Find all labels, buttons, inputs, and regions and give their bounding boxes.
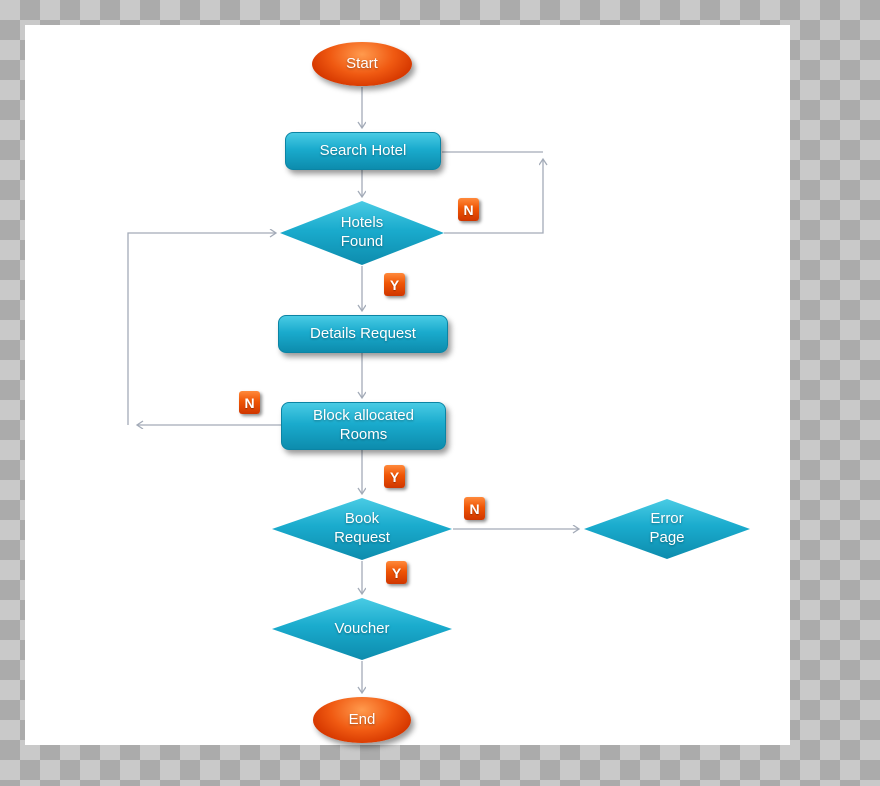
end-terminator: End bbox=[313, 697, 411, 743]
branch-label-book-request-no: N bbox=[464, 497, 485, 520]
branch-label-book-request-yes: Y bbox=[386, 561, 407, 584]
edge-block-no-loop bbox=[127, 233, 276, 425]
block-allocated-rooms-process: Block allocated Rooms bbox=[281, 402, 446, 450]
branch-label-block-rooms-no: N bbox=[239, 391, 260, 414]
voucher-label: Voucher bbox=[334, 619, 390, 637]
hotels-found-label: Hotels Found bbox=[340, 214, 384, 250]
search-hotel-label: Search Hotel bbox=[319, 141, 407, 159]
branch-label-hotels-found-yes: Y bbox=[384, 273, 405, 296]
start-terminator: Start bbox=[312, 42, 412, 86]
start-label: Start bbox=[346, 54, 378, 72]
details-request-process: Details Request bbox=[278, 315, 448, 353]
end-label: End bbox=[348, 710, 376, 728]
block-allocated-rooms-label: Block allocated Rooms bbox=[313, 407, 414, 443]
branch-label-block-rooms-yes: Y bbox=[384, 465, 405, 488]
error-page-label: Error Page bbox=[649, 510, 685, 546]
search-hotel-process: Search Hotel bbox=[285, 132, 441, 170]
branch-label-hotels-found-no: N bbox=[458, 198, 479, 221]
details-request-label: Details Request bbox=[310, 324, 416, 342]
book-request-label: Book Request bbox=[334, 510, 390, 546]
edge-hotelsfound-no-loop bbox=[444, 159, 543, 234]
